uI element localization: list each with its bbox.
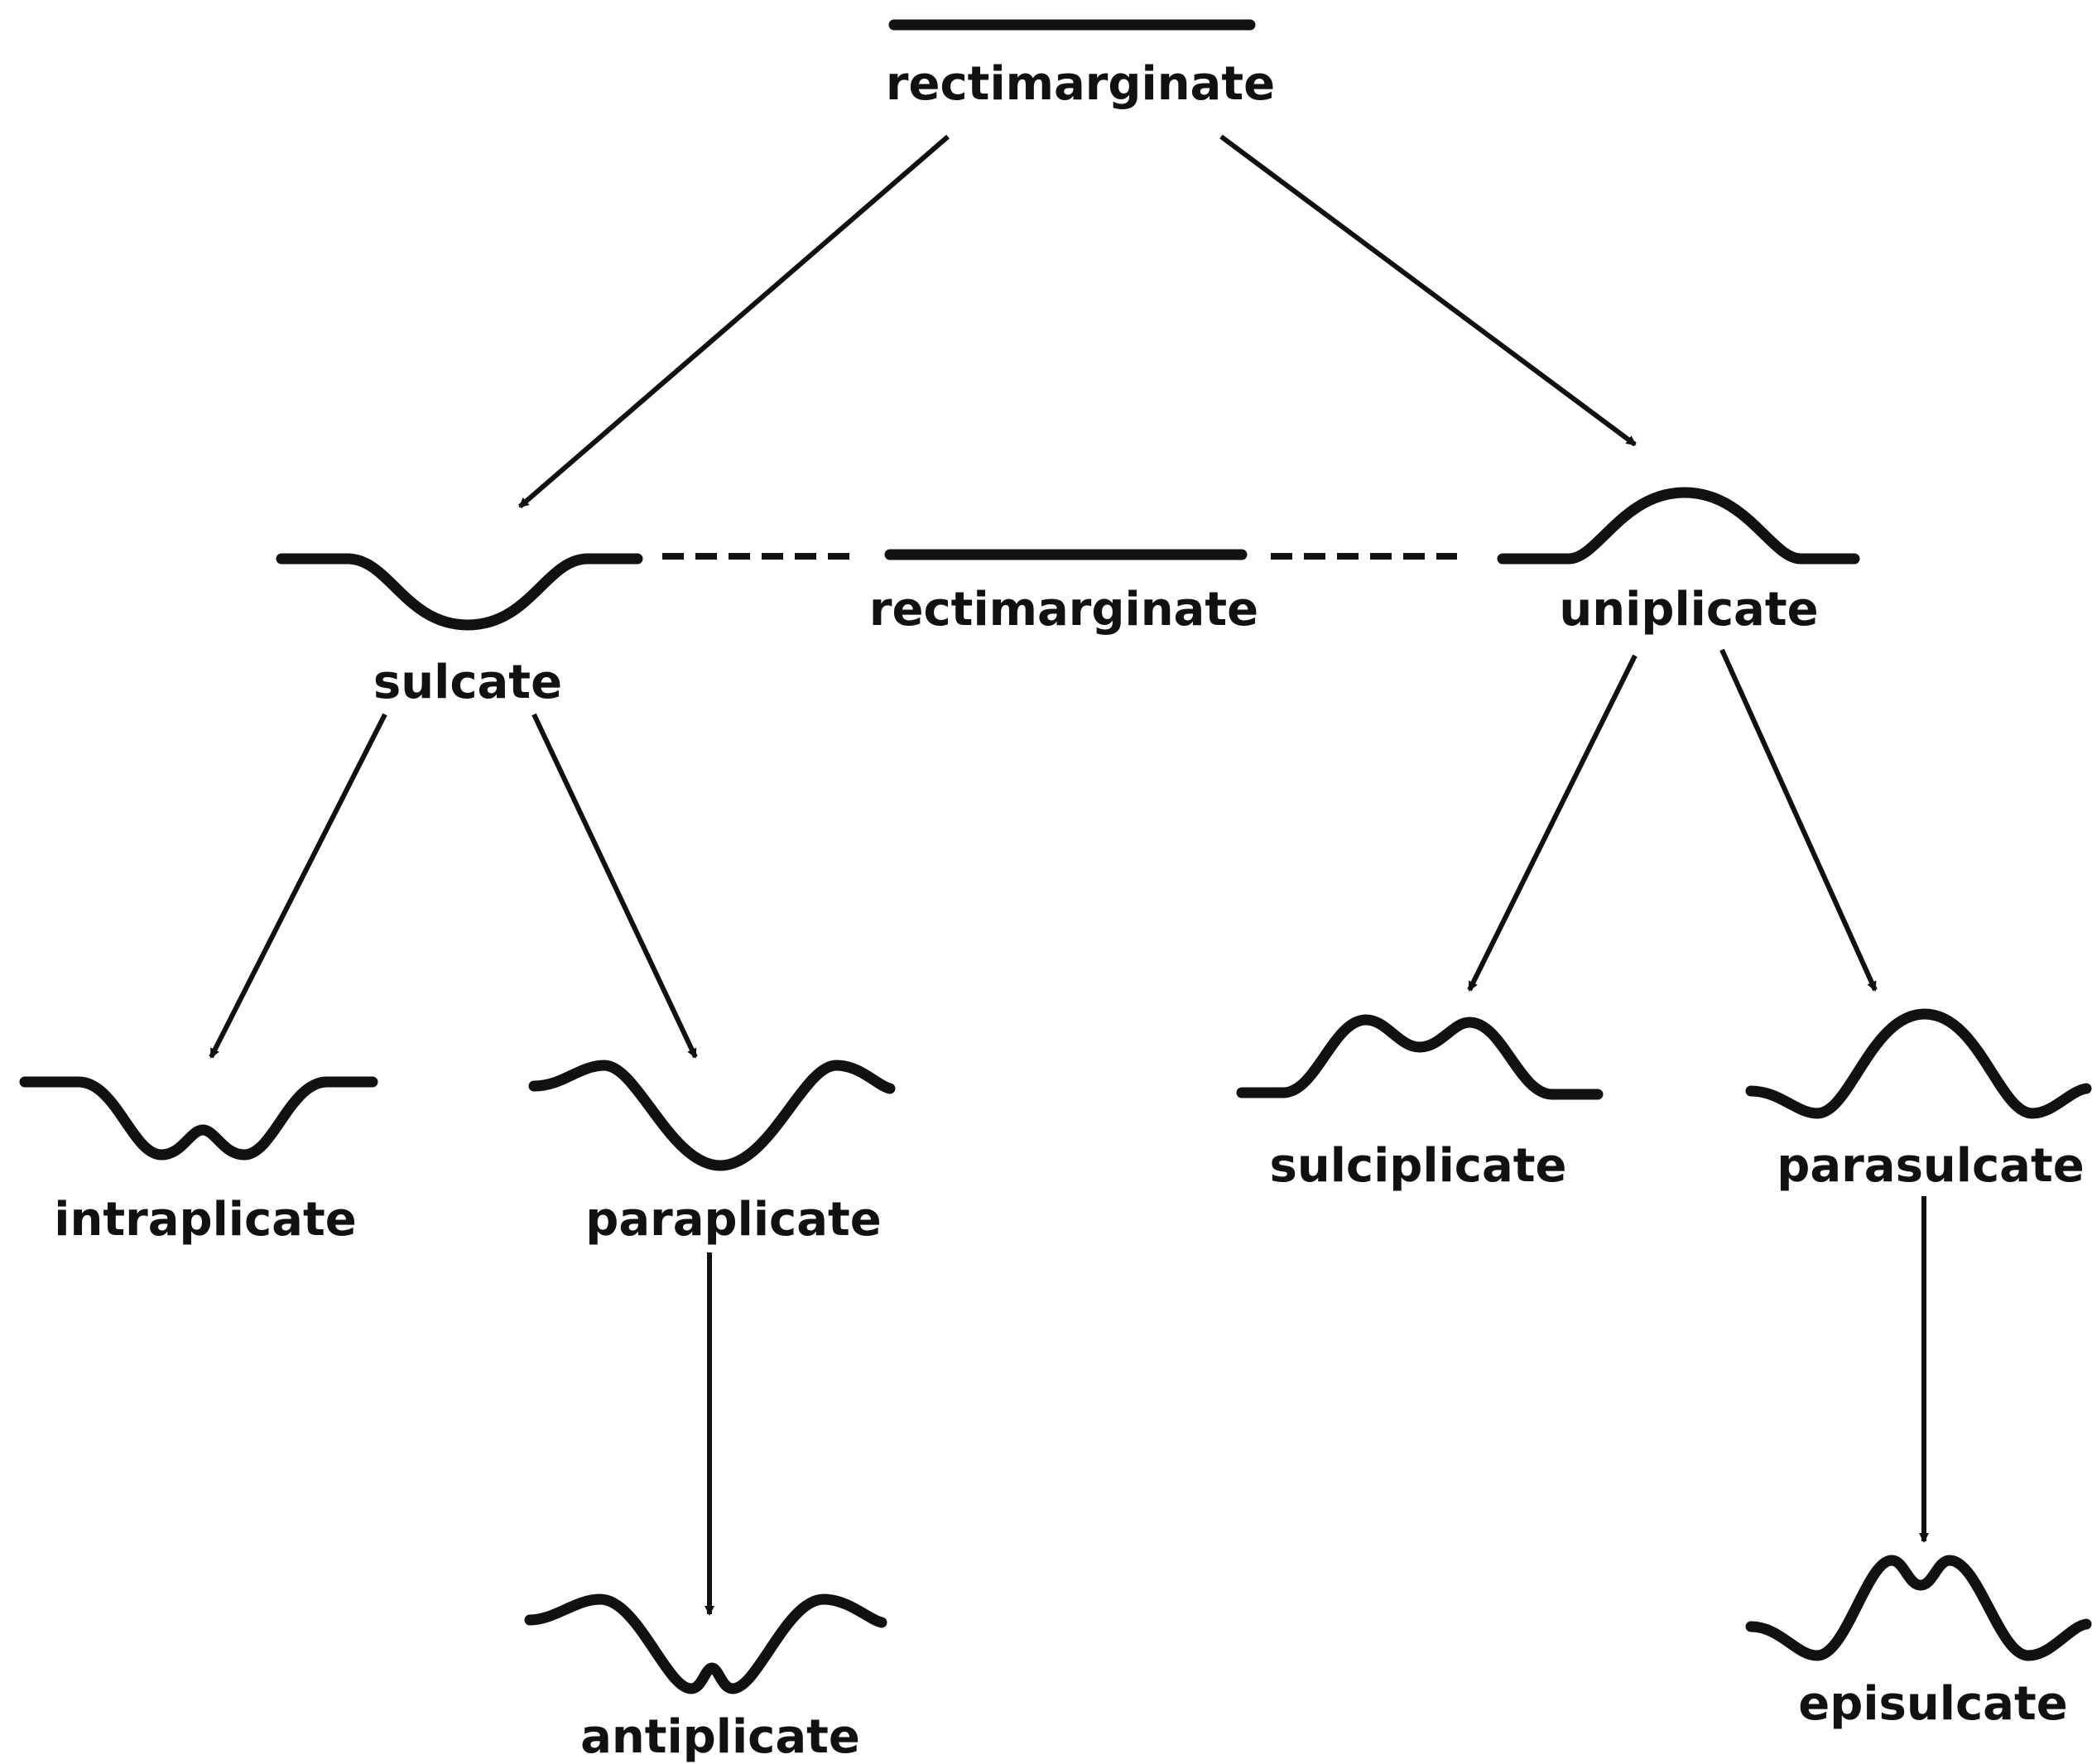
intraplicate-profile	[19, 1076, 378, 1161]
sulcate-profile	[276, 553, 643, 631]
uniplicate-profile	[1497, 487, 1860, 565]
arrow-uniplicate-to-parasulcate	[1719, 648, 1878, 992]
arrow-sulcate-to-paraplicate	[531, 713, 698, 1059]
label-episulcate: episulcate	[1798, 1677, 2067, 1731]
label-intraplicate: intraplicate	[54, 1193, 356, 1247]
arrow-uniplicate-to-sulciplicate	[1467, 654, 1638, 992]
label-parasulcate: parasulcate	[1777, 1139, 2084, 1193]
label-top-rectimarginate: rectimarginate	[886, 57, 1275, 111]
antiplicate-profile	[524, 1593, 887, 1694]
label-uniplicate: uniplicate	[1559, 583, 1818, 637]
paraplicate-profile	[528, 1060, 896, 1171]
label-antiplicate: antiplicate	[580, 1710, 860, 1764]
label-sulciplicate: sulciplicate	[1270, 1139, 1567, 1193]
arrow-sulcate-to-intraplicate	[209, 713, 387, 1059]
episulcate-profile	[1745, 1555, 2092, 1661]
sulciplicate-profile	[1236, 1014, 1604, 1100]
parasulcate-profile	[1745, 1008, 2092, 1119]
arrow-top-to-sulcate	[518, 134, 950, 509]
label-paraplicate: paraplicate	[585, 1193, 882, 1247]
label-sulcate: sulcate	[373, 656, 562, 709]
arrow-top-to-uniplicate	[1219, 134, 1637, 447]
label-middle-rectimarginate: rectimarginate	[869, 583, 1258, 637]
